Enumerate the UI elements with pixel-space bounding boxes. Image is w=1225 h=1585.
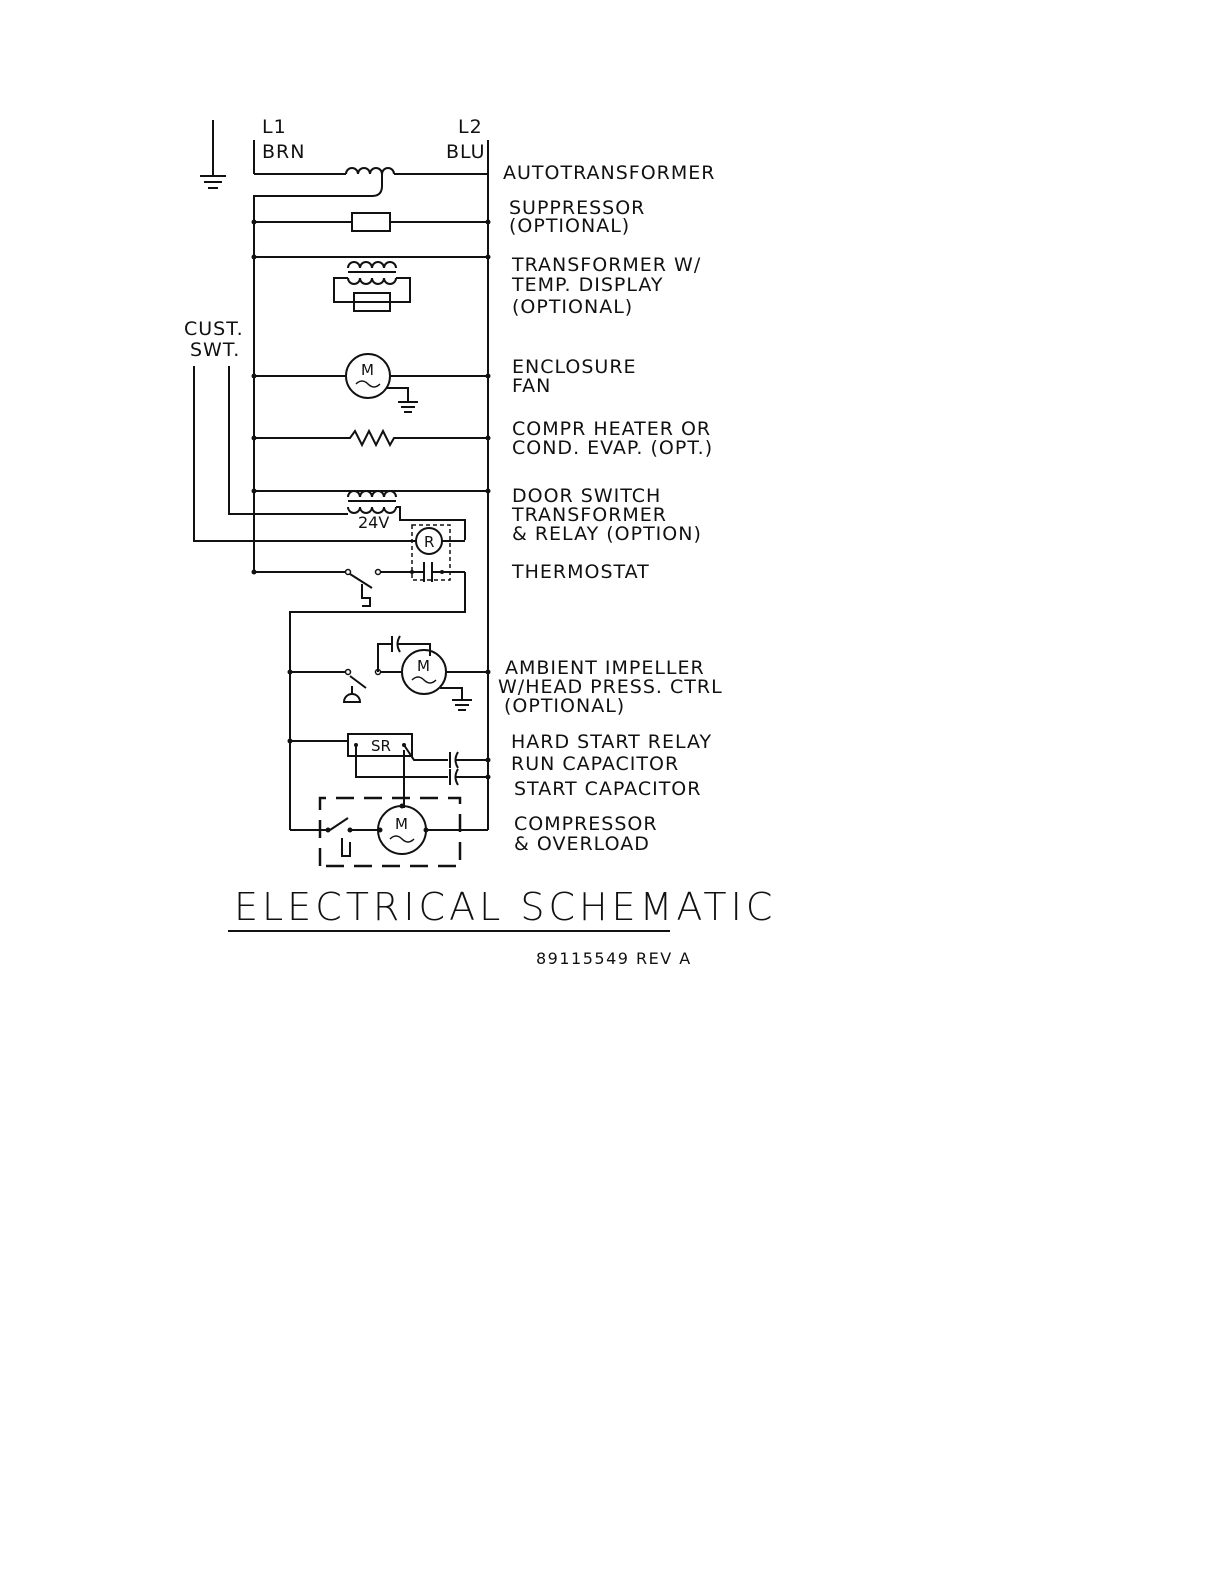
transformer-option-label: (OPTIONAL)	[512, 296, 633, 318]
transformer-display-label: TEMP. DISPLAY	[511, 274, 663, 296]
hard-start-relay-icon	[287, 733, 448, 808]
svg-text:M: M	[395, 815, 408, 833]
customer-switch-label: CUST.	[184, 318, 244, 340]
heater-label-2: COND. EVAP. (OPT.)	[512, 437, 713, 459]
customer-switch-wires	[193, 366, 465, 581]
suppressor-label: SUPPRESSOR	[509, 197, 645, 219]
door-switch-label-2: TRANSFORMER	[511, 504, 667, 526]
enclosure-fan-motor-icon: M	[251, 353, 491, 413]
compressor-label: COMPRESSOR	[514, 813, 658, 835]
compressor-motor-icon: M	[290, 796, 488, 868]
suppressor-option-label: (OPTIONAL)	[509, 215, 630, 237]
l2-color-label: BLU	[446, 141, 486, 163]
transformer-label: TRANSFORMER W/	[511, 254, 701, 276]
thermostat-icon	[251, 562, 466, 830]
ambient-impeller-label-2: W/HEAD PRESS. CTRL	[498, 676, 723, 698]
door-switch-transformer-icon	[251, 488, 491, 555]
door-switch-label: DOOR SWITCH	[512, 485, 661, 507]
ambient-impeller-label: AMBIENT IMPELLER	[505, 657, 705, 679]
component-labels: AUTOTRANSFORMER SUPPRESSOR (OPTIONAL) TR…	[498, 162, 723, 855]
compressor-label-2: & OVERLOAD	[514, 833, 650, 855]
svg-text:M: M	[417, 657, 430, 675]
run-capacitor-icon	[449, 751, 491, 769]
relay-coil-label: R	[424, 533, 434, 551]
svg-text:M: M	[361, 361, 374, 379]
ambient-impeller-motor-icon: M	[287, 635, 491, 711]
enclosure-fan-label: ENCLOSURE	[512, 356, 637, 378]
suppressor-icon	[251, 212, 491, 232]
earth-ground-icon	[200, 120, 226, 189]
autotransformer-label: AUTOTRANSFORMER	[503, 162, 715, 184]
heater-resistor-icon	[251, 428, 491, 448]
start-capacitor-icon	[449, 768, 491, 786]
start-relay-label: SR	[371, 737, 391, 755]
l2-label: L2	[458, 116, 483, 138]
start-capacitor-label: START CAPACITOR	[514, 778, 701, 800]
thermostat-label: THERMOSTAT	[511, 561, 650, 583]
l1-label: L1	[262, 116, 287, 138]
voltage-label: 24V	[358, 513, 389, 532]
hard-start-relay-label: HARD START RELAY	[511, 731, 712, 753]
schematic-title: ELECTRICAL SCHEMATIC	[234, 885, 776, 929]
door-switch-label-3: & RELAY (OPTION)	[512, 523, 702, 545]
enclosure-fan-label-2: FAN	[512, 375, 551, 397]
run-capacitor-label: RUN CAPACITOR	[511, 753, 679, 775]
autotransformer-icon	[253, 167, 488, 202]
display-transformer-icon	[251, 254, 491, 312]
l1-color-label: BRN	[262, 141, 305, 163]
heater-label: COMPR HEATER OR	[512, 418, 711, 440]
ambient-impeller-label-3: (OPTIONAL)	[504, 695, 625, 717]
document-number: 89115549 REV A	[536, 949, 692, 968]
customer-switch-label-2: SWT.	[190, 339, 240, 361]
